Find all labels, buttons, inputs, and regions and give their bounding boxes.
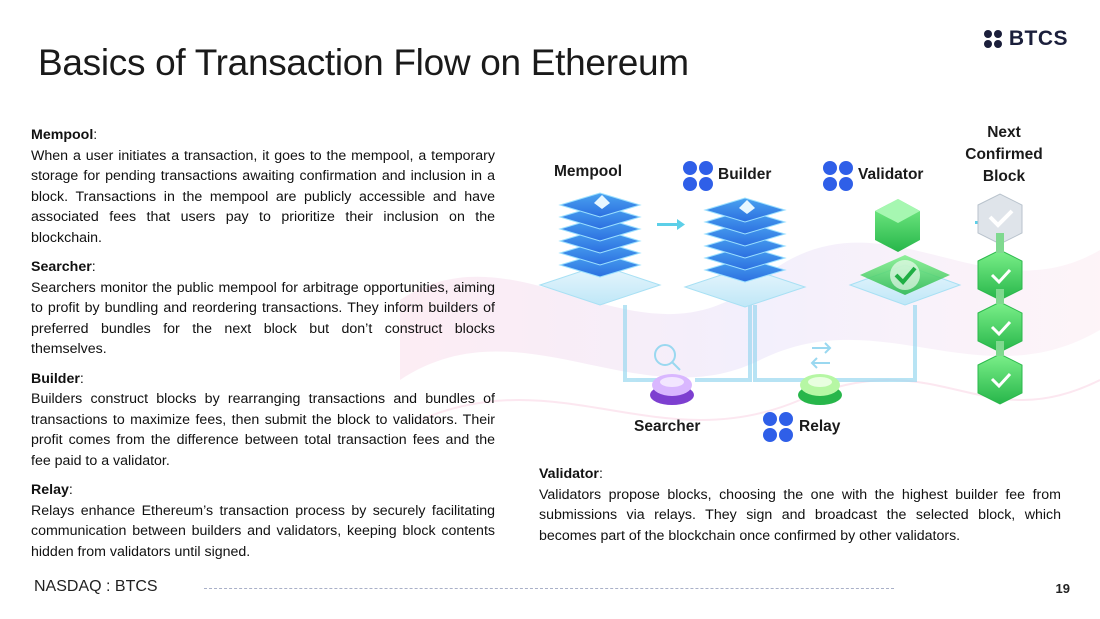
section-heading: Builder [31,370,80,387]
brand-logo: BTCS [983,27,1068,51]
page-title: Basics of Transaction Flow on Ethereum [38,42,689,83]
section-body: Searchers monitor the public mempool for… [31,279,495,358]
relay-node-icon [798,342,842,405]
section-heading: Searcher [31,259,92,275]
mempool-label: Mempool [554,163,623,180]
next-block-line: Next [987,124,1021,141]
builder-stack-icon [683,197,807,308]
validator-section: Validator: Validators propose blocks, ch… [539,464,1061,546]
btcs-logo-icon [983,30,1002,48]
flow-graphic [538,161,1023,442]
mempool-section: Mempool: When a user initiates a transac… [31,125,495,248]
searcher-label: Searcher [634,418,701,435]
footer-ticker: NASDAQ : BTCS [34,578,158,595]
block-chain-icon [977,193,1023,405]
section-body: When a user initiates a transaction, it … [31,147,495,246]
validator-label: Validator [858,166,924,183]
next-confirmed-block-label: Next Confirmed Block [958,122,1050,188]
builder-label: Builder [718,166,772,183]
searcher-section: Searcher: Searchers monitor the public m… [31,257,495,360]
section-body: Validators propose blocks, choosing the … [539,486,1061,544]
section-body: Relays enhance Ethereum’s transaction pr… [31,502,495,560]
footer-divider [204,588,894,589]
section-heading: Mempool [31,127,94,143]
section-heading: Relay [31,482,69,498]
validator-platform-icon [848,199,962,306]
mempool-stack-icon [538,192,662,306]
searcher-node-icon [650,344,694,405]
relay-section: Relay: Relays enhance Ethereum’s transac… [31,480,495,562]
next-block-line: Block [982,168,1026,185]
next-block-line: Confirmed [965,146,1043,163]
connector-lines [623,305,917,382]
section-body: Builders construct blocks by rearranging… [31,391,495,469]
transaction-flow-diagram: Mempool Builder Validator Next Confirmed… [520,115,1100,445]
btcs-mark-icons [683,161,853,442]
role-descriptions: Mempool: When a user initiates a transac… [31,125,495,571]
brand-name: BTCS [1008,27,1068,50]
relay-label: Relay [799,418,841,435]
page-number: 19 [1055,581,1070,596]
section-heading: Validator [539,466,599,482]
builder-section: Builder: Builders construct blocks by re… [31,369,495,472]
